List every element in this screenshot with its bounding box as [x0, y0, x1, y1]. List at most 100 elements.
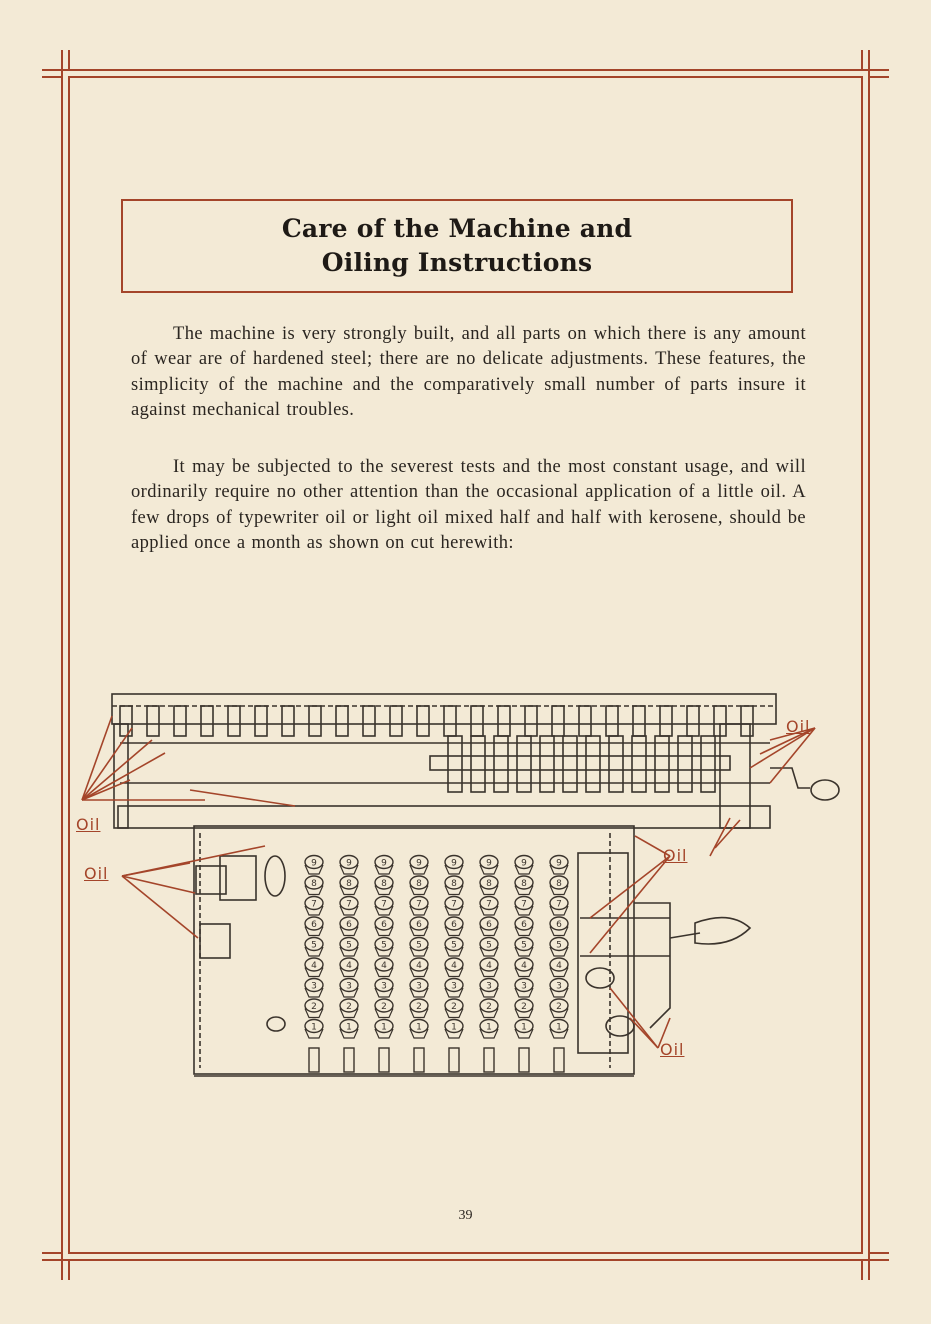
key-digit: 8 [556, 879, 562, 889]
diagram-key: 3 [304, 977, 324, 998]
key-digit: 7 [486, 900, 492, 910]
diagram-key: 8 [549, 875, 569, 896]
diagram-key: 3 [374, 977, 394, 998]
key-digit: 2 [556, 1002, 562, 1012]
diagram-key: 5 [444, 936, 464, 957]
diagram-key: 5 [409, 936, 429, 957]
diagram-key: 3 [444, 977, 464, 998]
key-digit: 5 [381, 941, 387, 951]
diagram-key: 7 [409, 895, 429, 916]
diagram-key: 9 [479, 854, 499, 875]
key-digit: 4 [486, 961, 492, 971]
diagram-key: 5 [479, 936, 499, 957]
diagram-key: 7 [479, 895, 499, 916]
diagram-key: 9 [514, 854, 534, 875]
key-digit: 4 [521, 961, 527, 971]
diagram-key: 9 [304, 854, 324, 875]
diagram-key: 2 [409, 998, 429, 1019]
key-digit: 3 [451, 982, 457, 992]
key-digit: 8 [416, 879, 422, 889]
diagram-key: 1 [339, 1018, 359, 1039]
key-digit: 6 [556, 920, 562, 930]
key-digit: 8 [381, 879, 387, 889]
key-digit: 3 [521, 982, 527, 992]
key-digit: 9 [381, 859, 387, 869]
title-box: Care of the Machine and Oiling Instructi… [121, 199, 793, 293]
diagram-key: 6 [479, 916, 499, 937]
key-digit: 6 [486, 920, 492, 930]
key-digit: 9 [451, 859, 457, 869]
diagram-key: 4 [514, 957, 534, 978]
diagram-key: 4 [304, 957, 324, 978]
key-digit: 9 [486, 859, 492, 869]
diagram-key: 5 [304, 936, 324, 957]
key-digit: 3 [486, 982, 492, 992]
key-digit: 6 [451, 920, 457, 930]
diagram-key: 1 [304, 1018, 324, 1039]
key-digit: 9 [416, 859, 422, 869]
machine-diagram: 9876543219876543219876543219876543219876… [81, 693, 840, 1077]
key-digit: 7 [451, 900, 457, 910]
diagram-key: 3 [479, 977, 499, 998]
key-digit: 7 [311, 900, 317, 910]
diagram-key: 6 [374, 916, 394, 937]
diagram-key: 8 [374, 875, 394, 896]
key-digit: 4 [311, 961, 317, 971]
key-digit: 4 [346, 961, 352, 971]
key-digit: 7 [521, 900, 527, 910]
diagram-key: 8 [479, 875, 499, 896]
paragraph-1: The machine is very strongly built, and … [131, 324, 806, 420]
key-digit: 9 [521, 859, 527, 869]
key-digit: 9 [556, 859, 562, 869]
key-digit: 5 [451, 941, 457, 951]
page-number: 39 [458, 1208, 473, 1223]
key-digit: 7 [381, 900, 387, 910]
diagram-key: 7 [304, 895, 324, 916]
diagram-key: 2 [374, 998, 394, 1019]
oil-label-left-upper: Oil [76, 815, 101, 834]
diagram-key: 4 [374, 957, 394, 978]
key-digit: 5 [486, 941, 492, 951]
key-digit: 1 [486, 1023, 492, 1033]
diagram-key: 1 [514, 1018, 534, 1039]
key-digit: 3 [416, 982, 422, 992]
diagram-key: 9 [374, 854, 394, 875]
key-digit: 2 [416, 1002, 422, 1012]
key-digit: 1 [346, 1023, 352, 1033]
key-digit: 6 [311, 920, 317, 930]
key-column: 9 8 7 6 5 4 3 2 1 [304, 854, 324, 1073]
diagram-key: 3 [549, 977, 569, 998]
diagram-key: 8 [409, 875, 429, 896]
diagram-key: 5 [339, 936, 359, 957]
key-digit: 2 [451, 1002, 457, 1012]
diagram-key: 2 [549, 998, 569, 1019]
key-digit: 1 [451, 1023, 457, 1033]
key-digit: 8 [311, 879, 317, 889]
diagram-key: 4 [479, 957, 499, 978]
key-digit: 7 [346, 900, 352, 910]
diagram-key: 2 [444, 998, 464, 1019]
diagram-key: 7 [339, 895, 359, 916]
key-digit: 5 [521, 941, 527, 951]
key-digit: 6 [346, 920, 352, 930]
key-digit: 1 [556, 1023, 562, 1033]
diagram-key: 9 [339, 854, 359, 875]
paragraph-2: It may be subjected to the severest test… [131, 457, 806, 553]
oil-label-center-right: Oil [663, 846, 688, 865]
key-digit: 9 [311, 859, 317, 869]
diagram-key: 7 [514, 895, 534, 916]
key-digit: 3 [311, 982, 317, 992]
key-digit: 4 [556, 961, 562, 971]
key-digit: 2 [311, 1002, 317, 1012]
key-digit: 6 [521, 920, 527, 930]
diagram-key: 6 [304, 916, 324, 937]
key-digit: 9 [346, 859, 352, 869]
diagram-key: 5 [549, 936, 569, 957]
key-digit: 5 [311, 941, 317, 951]
oil-label-bottom-right: Oil [660, 1040, 685, 1059]
diagram-key: 2 [479, 998, 499, 1019]
key-digit: 1 [416, 1023, 422, 1033]
